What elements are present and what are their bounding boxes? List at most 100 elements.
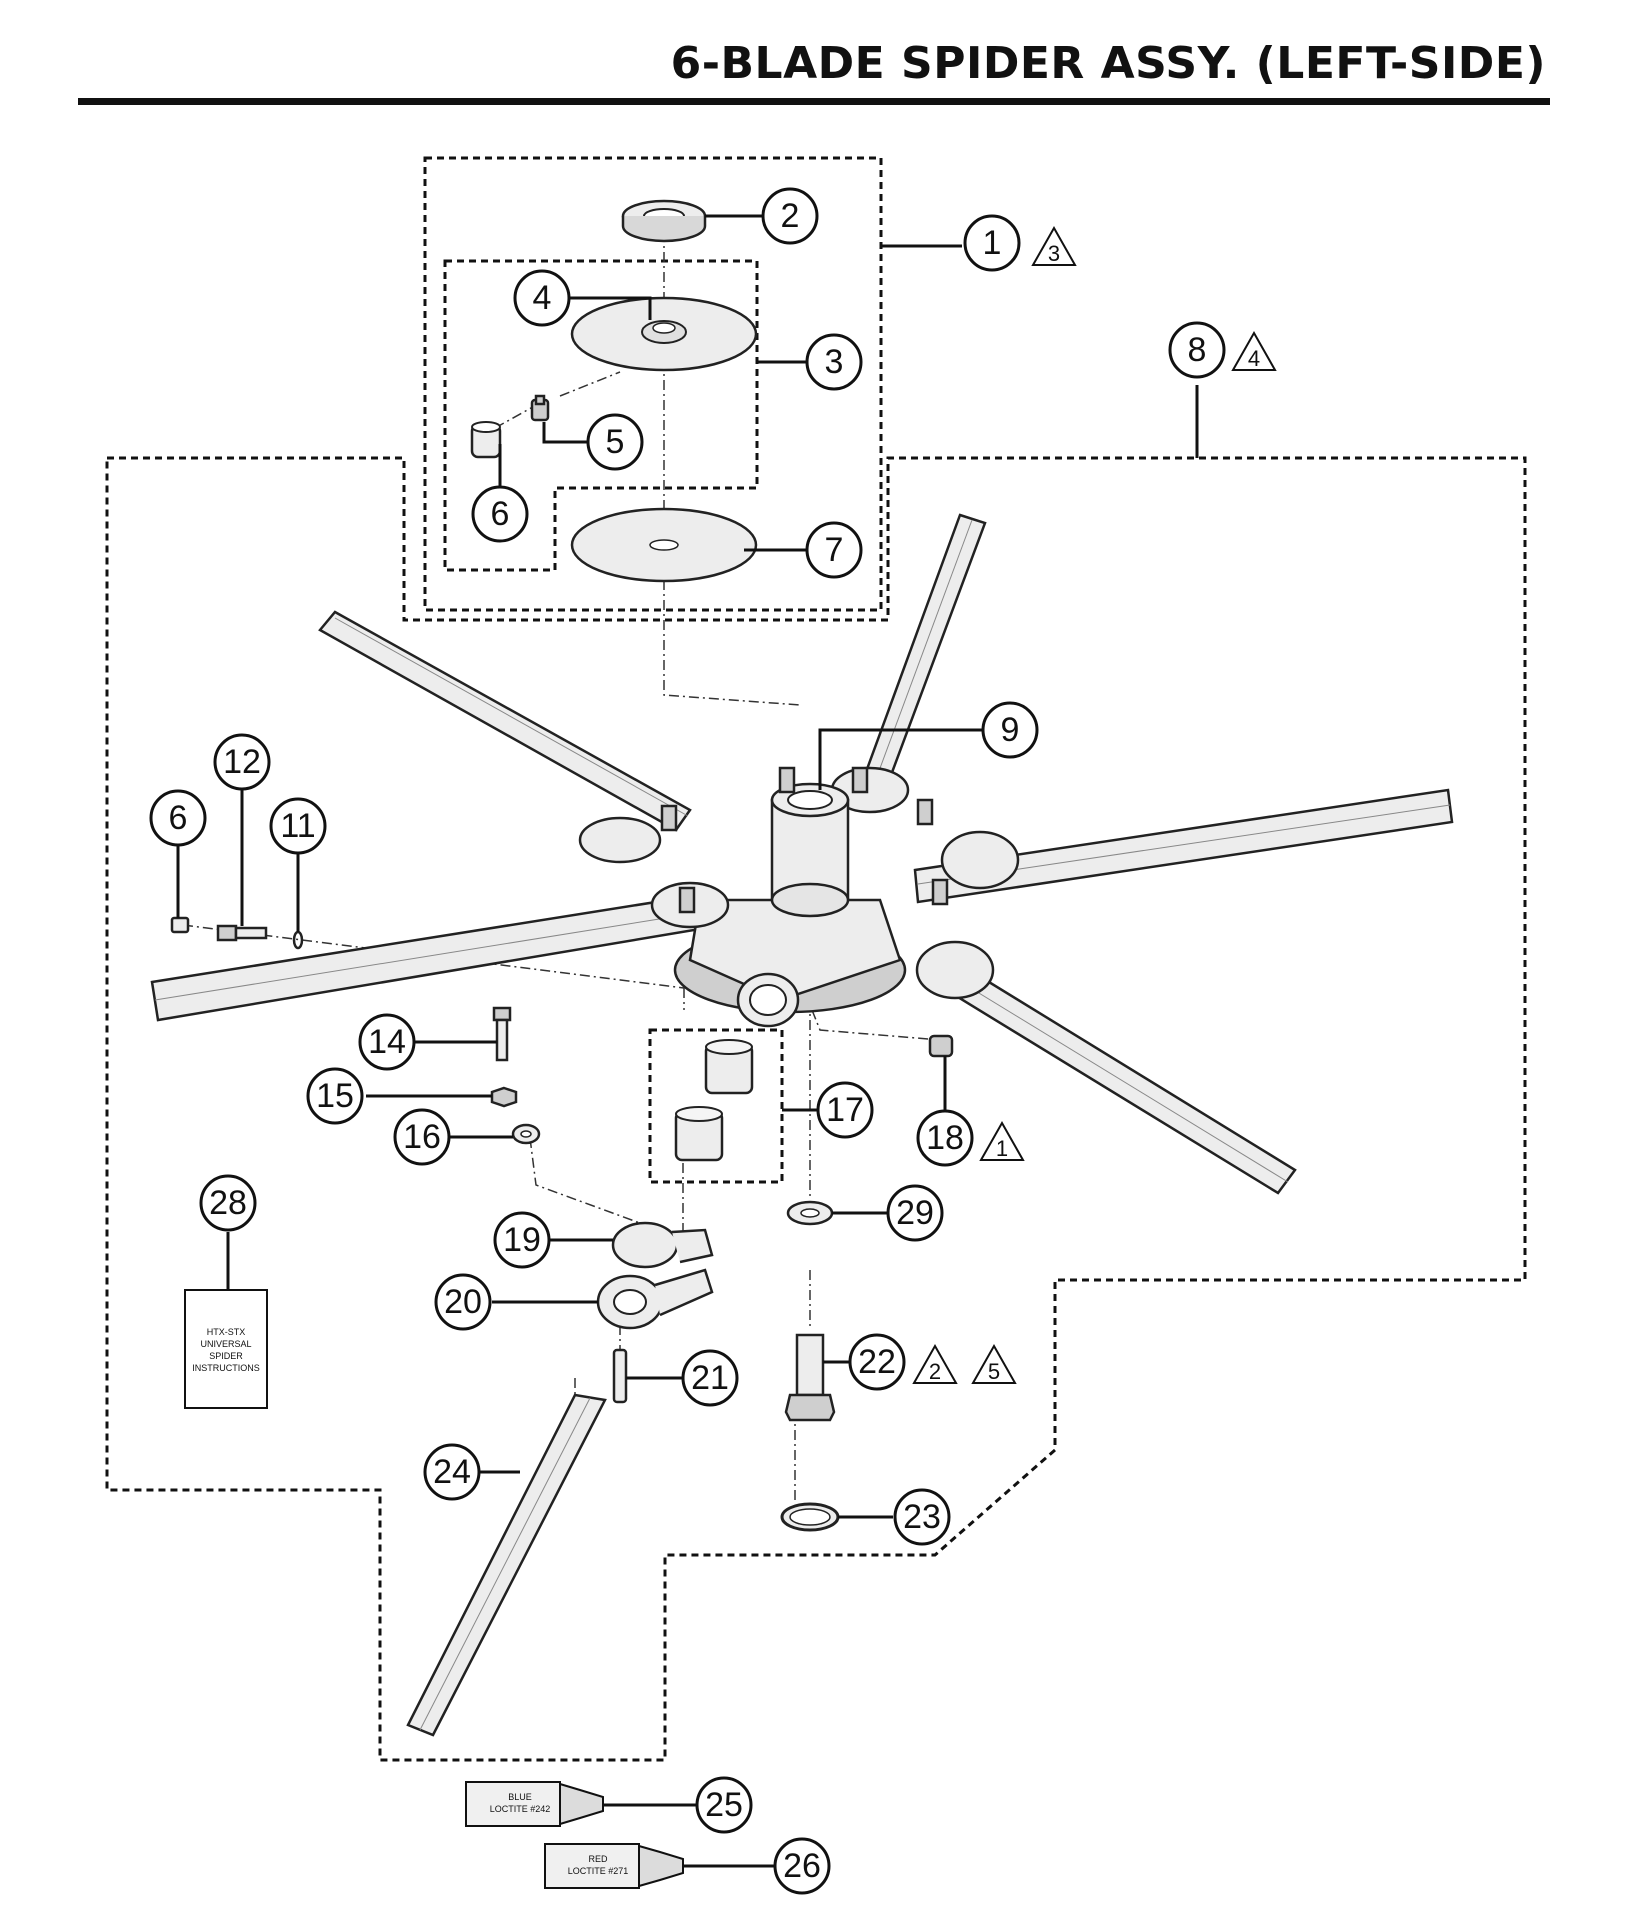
blade-lower-left <box>406 1393 607 1737</box>
svg-text:12: 12 <box>223 743 261 781</box>
callout-8: 8 4 <box>1168 321 1277 379</box>
assembly-17-boundary <box>648 1028 784 1184</box>
callout-1: 1 3 <box>963 214 1077 272</box>
clamp-bolts <box>660 766 949 914</box>
title-rule <box>78 98 1550 105</box>
callout-leaders <box>176 214 1199 1868</box>
callout-2: 2 <box>761 187 819 245</box>
callout-12: 12 <box>213 733 271 791</box>
part-6-cap <box>470 421 502 459</box>
svg-text:3: 3 <box>825 343 844 381</box>
callout-26: 26 <box>773 1837 831 1895</box>
blade-upper-left <box>318 610 692 832</box>
callout-6-top: 6 <box>471 485 529 543</box>
blade-left <box>150 893 708 1022</box>
svg-text:9: 9 <box>1001 711 1020 749</box>
part-25-blue-loctite-tube: BLUE LOCTITE #242 <box>465 1781 604 1827</box>
assembly-1-boundary <box>423 156 883 612</box>
note-triangle <box>912 1343 958 1384</box>
callout-9: 9 <box>981 701 1039 759</box>
part-15-nut <box>490 1086 518 1108</box>
svg-text:2: 2 <box>781 197 800 235</box>
instructions-line-4: INSTRUCTIONS <box>192 1363 260 1373</box>
svg-text:6: 6 <box>169 799 188 837</box>
assembly-boundaries <box>105 156 1527 1762</box>
part-26-red-loctite-tube: RED LOCTITE #271 <box>544 1843 684 1889</box>
assembly-3-boundary <box>443 259 759 572</box>
callout-20: 20 <box>434 1273 492 1331</box>
part-21-roll-pin <box>612 1348 628 1404</box>
callout-3: 3 <box>805 333 863 391</box>
callout-24: 24 <box>423 1443 481 1501</box>
callout-7: 7 <box>805 521 863 579</box>
callout-25: 25 <box>695 1776 753 1834</box>
svg-text:16: 16 <box>403 1118 441 1156</box>
svg-text:22: 22 <box>858 1343 896 1381</box>
part-18-cap <box>928 1034 954 1058</box>
note-triangle <box>1031 225 1077 266</box>
blade-upper-right <box>853 513 987 812</box>
callout-29: 29 <box>886 1184 944 1242</box>
svg-text:21: 21 <box>691 1359 729 1397</box>
callout-21: 21 <box>681 1349 739 1407</box>
part-28-instructions-card: HTX-STX UNIVERSAL SPIDER INSTRUCTIONS <box>184 1289 268 1409</box>
instructions-line-3: SPIDER <box>209 1351 243 1361</box>
callout-16: 16 <box>393 1108 451 1166</box>
svg-text:24: 24 <box>433 1453 471 1491</box>
callout-28: 28 <box>199 1174 257 1232</box>
blue-tube-line-2: LOCTITE #242 <box>490 1804 551 1814</box>
svg-text:23: 23 <box>903 1498 941 1536</box>
callout-23: 23 <box>893 1488 951 1546</box>
svg-text:5: 5 <box>606 423 625 461</box>
part-2-seal <box>621 199 707 243</box>
callout-19: 19 <box>493 1211 551 1269</box>
callout-18: 18 1 <box>916 1109 1025 1167</box>
part-3-hub-plate <box>570 296 758 372</box>
svg-text:18: 18 <box>926 1119 964 1157</box>
note-triangle <box>971 1343 1017 1384</box>
part-19-clamp-upper <box>611 1221 714 1269</box>
red-tube-line-2: LOCTITE #271 <box>568 1866 629 1876</box>
part-17-bushing-kit <box>674 1039 754 1162</box>
part-14-bolt <box>492 1006 512 1062</box>
callout-15: 15 <box>306 1067 364 1125</box>
svg-text:28: 28 <box>209 1184 247 1222</box>
svg-text:17: 17 <box>826 1091 864 1129</box>
svg-text:15: 15 <box>316 1077 354 1115</box>
svg-text:8: 8 <box>1188 331 1207 369</box>
instructions-line-1: HTX-STX <box>207 1327 246 1337</box>
callout-17: 17 <box>816 1081 874 1139</box>
svg-text:1: 1 <box>983 224 1002 262</box>
callout-5: 5 <box>586 413 644 471</box>
svg-text:29: 29 <box>896 1194 934 1232</box>
instructions-line-2: UNIVERSAL <box>200 1339 251 1349</box>
svg-text:3: 3 <box>1048 241 1060 266</box>
callout-22: 22 2 5 <box>848 1333 1017 1391</box>
assembly-8-boundary <box>105 456 1527 1762</box>
red-tube-line-1: RED <box>588 1854 608 1864</box>
callout-4: 4 <box>513 269 571 327</box>
part-9-spindle <box>770 782 850 918</box>
note-triangle <box>979 1120 1025 1161</box>
svg-text:11: 11 <box>280 807 315 845</box>
part-20-clamp-lower <box>596 1268 714 1330</box>
part-6-cap-small <box>170 916 190 934</box>
svg-text:6: 6 <box>491 495 510 533</box>
svg-text:26: 26 <box>783 1847 821 1885</box>
svg-text:1: 1 <box>996 1136 1008 1161</box>
callout-14: 14 <box>358 1013 416 1071</box>
svg-text:5: 5 <box>988 1359 1000 1384</box>
note-triangle <box>1231 330 1277 371</box>
svg-text:14: 14 <box>368 1023 406 1061</box>
part-7-washer-plate <box>570 507 758 583</box>
svg-text:19: 19 <box>503 1221 541 1259</box>
part-12-grease-fitting <box>216 924 268 942</box>
svg-text:4: 4 <box>1248 346 1260 371</box>
svg-text:2: 2 <box>929 1359 941 1384</box>
callout-11: 11 <box>269 797 327 855</box>
part-8-spider-assembly <box>150 513 1454 1737</box>
part-23-o-ring <box>780 1502 840 1532</box>
blue-tube-line-1: BLUE <box>508 1792 532 1802</box>
page-title: 6-BLADE SPIDER ASSY. (LEFT-SIDE) <box>670 38 1546 89</box>
